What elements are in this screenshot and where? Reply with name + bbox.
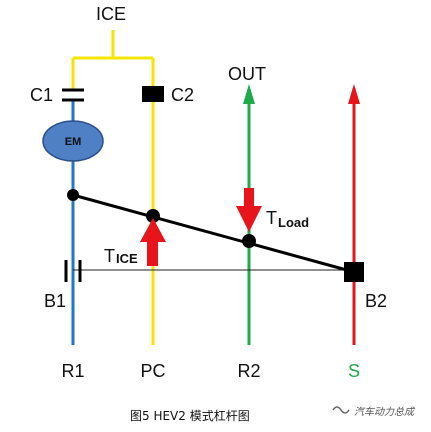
- axis-label-r2: R2: [237, 361, 260, 381]
- node-pc: [146, 209, 160, 223]
- t-ice-arrow-head: [140, 218, 166, 242]
- lever-bar: [72, 193, 355, 274]
- t-load-main: T: [266, 208, 277, 228]
- t-load-arrow-head: [236, 206, 262, 232]
- ice-label: ICE: [96, 4, 126, 24]
- t-ice-sub: ICE: [116, 251, 138, 266]
- clutch-c1-gap: [66, 91, 80, 99]
- b1-label: B1: [44, 291, 66, 311]
- t-ice-main: T: [104, 246, 115, 266]
- em-motor: [42, 120, 104, 162]
- axis-label-r1: R1: [61, 361, 84, 381]
- em-label: EM: [65, 136, 82, 148]
- c2-label: C2: [171, 85, 194, 105]
- node-r2: [242, 234, 256, 248]
- watermark-text: 汽车动力总成: [354, 406, 416, 418]
- t-load-arrow-shaft: [244, 188, 254, 208]
- c1-label: C1: [30, 85, 53, 105]
- t-ice-arrow-shaft: [147, 240, 158, 266]
- s-arrow-head: [348, 84, 360, 104]
- out-label: OUT: [228, 64, 266, 84]
- b2-label: B2: [365, 291, 387, 311]
- watermark: 汽车动力总成: [332, 406, 416, 418]
- ice-connector: [71, 30, 155, 92]
- t-load-sub: Load: [278, 215, 309, 230]
- watermark-icon: [332, 406, 350, 414]
- clutch-c2-block: [142, 86, 164, 102]
- node-r1: [67, 189, 79, 201]
- out-arrow-head: [243, 84, 255, 104]
- axis-label-s: S: [348, 361, 360, 381]
- figure-caption: 图5 HEV2 模式杠杆图: [130, 408, 250, 423]
- axis-label-pc: PC: [140, 361, 165, 381]
